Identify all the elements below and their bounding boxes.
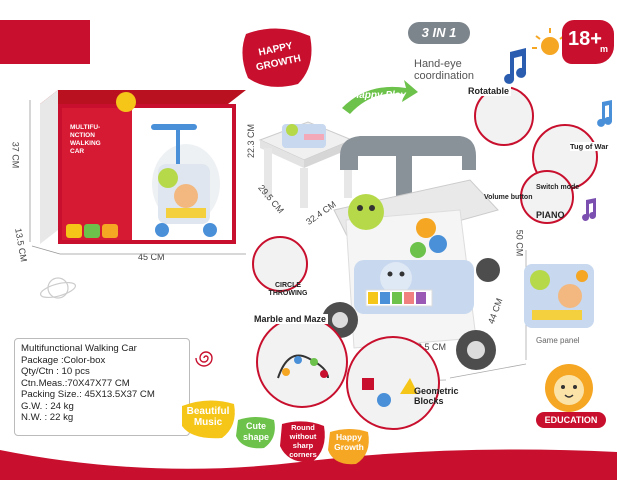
blocks-icon (362, 378, 418, 407)
geometric-blocks-label: Geometric Blocks (414, 386, 459, 406)
music-note-icon-small (597, 100, 613, 127)
marble-maze-detail (256, 316, 348, 408)
happy-play-arrow (342, 80, 418, 114)
happy-play-label: Happy Play (352, 90, 406, 101)
spec-line: Ctn.Meas.:70X47X77 CM (21, 377, 130, 389)
cute-shape-label: Cute shape (242, 421, 269, 442)
music-note-icon (504, 48, 527, 84)
red-wave-footer (0, 449, 617, 480)
age-value: 18+ (568, 28, 602, 50)
rotatable-detail (474, 86, 534, 146)
circle-throwing-label: CIRCLE THROWING (268, 282, 308, 297)
piano-label: PIANO (536, 210, 565, 220)
happy-growth-blob (328, 429, 369, 465)
age-badge: 18+ m (562, 20, 614, 64)
box-dimension-lines (29, 100, 246, 255)
maze-icon (277, 354, 329, 379)
table-mode-image (258, 121, 354, 208)
happy-growth-label: Happy Growth (334, 432, 364, 452)
spec-line: G.W. : 24 kg (21, 400, 74, 412)
spiral-doodle (195, 351, 213, 367)
lion-mascot-icon (545, 364, 593, 412)
beautiful-music-label: Beautiful Music (186, 406, 230, 428)
walker-height-dim: 50 CM (514, 229, 525, 257)
three-in-one-badge: 3 IN 1 (408, 22, 470, 44)
red-corner-tab (0, 20, 90, 64)
circle-throwing-detail (252, 236, 308, 292)
round-corners-blob (280, 421, 325, 463)
spec-line: Qty/Ctn : 10 pcs (21, 366, 90, 377)
walker-width-dim: 43.5 CM (412, 342, 447, 352)
box-height-dim: 37 CM (10, 141, 21, 169)
music-note-icon-purple (582, 198, 597, 221)
spec-line: Package :Color-box (21, 354, 106, 366)
geometric-blocks-detail (346, 336, 440, 430)
sun-icon (532, 28, 565, 55)
beautiful-music-blob (182, 400, 235, 439)
marble-maze-label: Marble and Maze (252, 314, 329, 324)
happy-growth-badge: HAPPY GROWTH (242, 28, 312, 87)
walker-main-image (322, 136, 527, 383)
switch-mode-label: Switch mode (536, 184, 580, 191)
spec-box: Multifunctional Walking Car Package :Col… (14, 338, 190, 436)
spec-line: N.W. : 22 kg (21, 412, 74, 423)
tug-of-war-label: Tug of War (570, 142, 609, 151)
hand-eye-text: Hand-eye coordination (414, 58, 474, 82)
game-panel-image (524, 264, 594, 328)
box-width-dim: 45 CM (138, 252, 165, 262)
cute-shape-blob (236, 417, 275, 449)
game-panel-label: Game panel (536, 336, 580, 345)
rotatable-label: Rotatable (466, 86, 512, 96)
box-title: MULTIFU-NCTION WALKING CAR (70, 124, 101, 155)
planet-doodle (39, 277, 77, 299)
education-badge: EDUCATION (536, 412, 606, 428)
piano-detail (520, 170, 574, 224)
product-box (40, 90, 246, 244)
volume-button-label: Volume button (484, 194, 533, 201)
age-unit: m (600, 44, 609, 54)
round-corners-label: Round without sharp corners (289, 423, 317, 459)
spec-line: Multifunctional Walking Car (21, 343, 137, 354)
spec-line: Packing Size.: 45X13.5X37 CM (21, 389, 155, 400)
